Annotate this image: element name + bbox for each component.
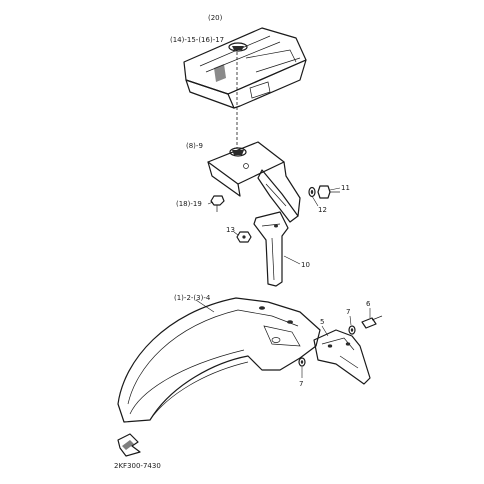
leader-13 xyxy=(233,231,239,236)
callout-nut-7-lower: 7 xyxy=(299,380,303,388)
callout-rear-cover: (14)-15-(16)-17 xyxy=(170,36,224,44)
callout-screw-6: 6 xyxy=(366,300,371,308)
leader-11 xyxy=(329,187,341,191)
leader-10 xyxy=(283,255,301,265)
bolt-11-part xyxy=(317,185,340,199)
mud-flap-part xyxy=(253,211,289,287)
callout-bolt-19: (18)-19 xyxy=(176,200,202,208)
leader-12 xyxy=(311,195,319,207)
fender-bracket-part xyxy=(207,141,301,223)
bolt-19-part xyxy=(207,195,225,212)
leader-fender xyxy=(195,299,215,313)
callout-bolt-11: 11 xyxy=(341,184,350,192)
callout-nut-13: 13 xyxy=(226,226,235,234)
callout-nut-7-upper: 7 xyxy=(346,308,350,316)
callout-washer-12: 12 xyxy=(318,206,327,214)
part-code-label: 2KF300-7430 xyxy=(114,462,161,470)
nut-7-lower-part xyxy=(298,357,306,367)
rear-fender-part xyxy=(117,297,321,423)
screw-6-part xyxy=(361,315,383,329)
washer-12-part xyxy=(308,186,316,198)
rear-cover-part xyxy=(183,27,307,109)
nut-7-upper-part xyxy=(348,325,356,335)
nut-13-part xyxy=(236,231,252,243)
leader-7-upper xyxy=(349,315,352,326)
callout-bracket-5: 5 xyxy=(320,318,324,326)
bracket-5-part xyxy=(313,329,371,385)
leader-5 xyxy=(321,325,329,337)
callout-mud-flap: 10 xyxy=(301,261,310,269)
callout-fender-bracket: (8)-9 xyxy=(186,142,203,150)
callout-rear-fender: (1)-2-(3)-4 xyxy=(174,294,211,302)
front-direction-arrow-icon xyxy=(117,433,141,457)
callout-rear-cover-top: (20) xyxy=(208,14,223,22)
